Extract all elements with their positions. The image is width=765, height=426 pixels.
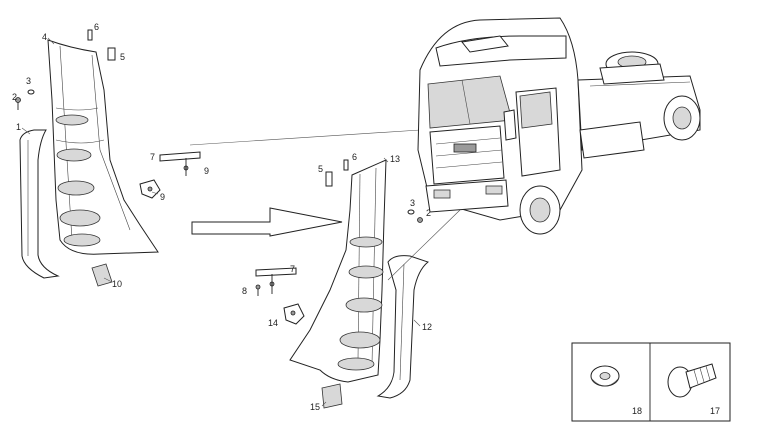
callout-7: 7	[150, 152, 155, 162]
callout-10: 10	[112, 279, 122, 289]
callout-6-right: 6	[352, 152, 357, 162]
callout-9-bolt: 9	[204, 166, 209, 176]
right-assembly	[255, 157, 430, 409]
right-arrow-icon	[191, 207, 343, 237]
clip-part-6	[87, 29, 93, 41]
callout-8: 8	[242, 286, 247, 296]
callout-5: 5	[120, 52, 125, 62]
callout-18: 18	[632, 406, 642, 416]
callout-12: 12	[422, 322, 432, 332]
callout-15: 15	[310, 402, 320, 412]
callout-13: 13	[390, 154, 400, 164]
clip-part-5-right	[325, 171, 333, 187]
callout-9-clip: 9	[160, 192, 165, 202]
truck-cab-illustration	[417, 17, 701, 235]
clip-part-6-right	[343, 159, 349, 171]
clip-part-10	[91, 263, 113, 287]
bolt-part-8	[255, 284, 261, 296]
left-assembly	[15, 29, 201, 287]
callout-6: 6	[94, 22, 99, 32]
callout-2: 2	[12, 92, 17, 102]
callout-7-right: 7	[290, 264, 295, 274]
callout-14: 14	[268, 318, 278, 328]
pillar-trim-part-13	[289, 159, 387, 383]
callout-5-right: 5	[318, 164, 323, 174]
screw-part-2	[15, 97, 21, 110]
pillar-trim-part-4	[47, 39, 159, 255]
callout-2-right: 2	[426, 208, 431, 218]
side-strip-part-1	[19, 129, 60, 279]
bolt-icon	[667, 363, 717, 398]
callout-17: 17	[710, 406, 720, 416]
bracket-part-7-right	[255, 267, 297, 294]
screw-part-2-right	[417, 217, 423, 223]
clip-part-5	[107, 47, 116, 61]
bracket-part-7	[159, 151, 201, 176]
callout-4: 4	[42, 32, 47, 42]
side-strip-part-12	[376, 255, 430, 399]
washer-part-3-right	[407, 209, 415, 215]
washer-part-3	[27, 89, 35, 95]
callout-3: 3	[26, 76, 31, 86]
callout-3-right: 3	[410, 198, 415, 208]
clip-part-9	[139, 179, 161, 199]
clip-part-15	[321, 383, 343, 409]
washer-icon	[590, 365, 620, 387]
callout-1: 1	[16, 122, 21, 132]
hardware-inset	[571, 342, 731, 422]
